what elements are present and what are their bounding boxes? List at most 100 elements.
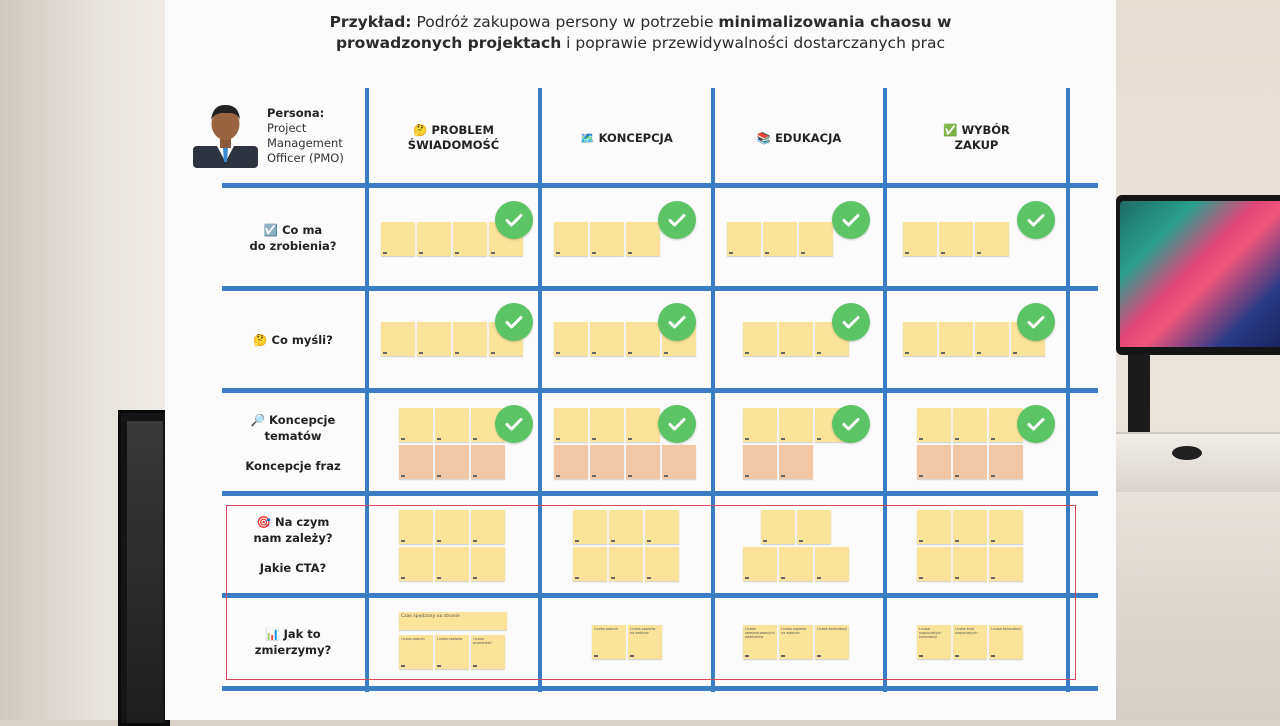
monitor-stand [1128, 355, 1150, 433]
sticky-note[interactable] [554, 445, 588, 479]
sticky-note[interactable] [609, 510, 643, 544]
sticky-note[interactable] [471, 445, 505, 479]
sticky-note[interactable] [953, 547, 987, 581]
sticky-note[interactable] [761, 510, 795, 544]
sticky-note[interactable]: Liczba zarejestrowanych webinarów [743, 625, 777, 659]
sticky-note[interactable] [953, 408, 987, 442]
sticky-note[interactable] [626, 445, 660, 479]
sticky-note[interactable] [743, 322, 777, 356]
sticky-note[interactable] [939, 322, 973, 356]
desk [1116, 432, 1280, 494]
check-icon [658, 405, 696, 443]
sticky-note[interactable]: Liczba zapisów na webinar [779, 625, 813, 659]
column-header-edukacja: 📚 EDUKACJA [756, 130, 842, 145]
sticky-note[interactable] [626, 222, 660, 256]
sticky-note[interactable] [453, 222, 487, 256]
sticky-note[interactable] [435, 547, 469, 581]
sticky-note[interactable] [917, 408, 951, 442]
sticky-note[interactable] [743, 547, 777, 581]
sticky-note[interactable] [417, 322, 451, 356]
sticky-note[interactable] [417, 222, 451, 256]
sticky-note-wide[interactable]: Czas spędzony na stronie [399, 612, 507, 630]
grid-line [222, 593, 1098, 598]
grid-line [222, 388, 1098, 393]
sticky-note[interactable] [554, 222, 588, 256]
sticky-note[interactable] [471, 510, 505, 544]
sticky-note[interactable] [917, 510, 951, 544]
desk-drawer [1116, 492, 1280, 720]
sticky-note[interactable] [743, 445, 777, 479]
journey-board: Przykład: Podróż zakupowa persony w potr… [165, 0, 1116, 720]
sticky-note[interactable] [917, 547, 951, 581]
sticky-note[interactable] [903, 322, 937, 356]
sticky-note[interactable] [727, 222, 761, 256]
sticky-note[interactable] [989, 445, 1023, 479]
sticky-note[interactable] [779, 322, 813, 356]
sticky-note[interactable] [797, 510, 831, 544]
sticky-note[interactable] [554, 408, 588, 442]
sticky-note[interactable] [435, 445, 469, 479]
sticky-note[interactable] [471, 547, 505, 581]
sticky-note[interactable] [917, 445, 951, 479]
sticky-note[interactable]: Liczba konsultacji [815, 625, 849, 659]
sticky-note[interactable] [939, 222, 973, 256]
sticky-note[interactable] [453, 322, 487, 356]
sticky-note[interactable] [763, 222, 797, 256]
grid-line [222, 686, 1098, 691]
sticky-note[interactable]: Liczba konsultacji [989, 625, 1023, 659]
sticky-note[interactable] [435, 510, 469, 544]
check-icon [1017, 303, 1055, 341]
check-icon [832, 201, 870, 239]
sticky-note[interactable]: Liczba triali rozpoczętych [953, 625, 987, 659]
sticky-note[interactable] [399, 445, 433, 479]
sticky-note[interactable] [779, 408, 813, 442]
sticky-note[interactable] [573, 510, 607, 544]
sticky-note[interactable] [662, 445, 696, 479]
grid-line [222, 286, 1098, 291]
person-avatar-icon [193, 104, 258, 168]
sticky-note[interactable] [743, 408, 777, 442]
sticky-note[interactable] [953, 510, 987, 544]
sticky-note[interactable]: Liczba pobrań [592, 625, 626, 659]
sticky-note[interactable] [399, 510, 433, 544]
sticky-note[interactable] [590, 408, 624, 442]
sticky-note[interactable] [573, 547, 607, 581]
sticky-note[interactable] [975, 222, 1009, 256]
sticky-note[interactable] [609, 547, 643, 581]
sticky-note[interactable] [779, 445, 813, 479]
sticky-note[interactable] [645, 547, 679, 581]
sticky-note[interactable] [590, 445, 624, 479]
sticky-note[interactable]: Liczba rozpoczętych konsultacji [917, 625, 951, 659]
sticky-note[interactable] [554, 322, 588, 356]
sticky-note[interactable] [903, 222, 937, 256]
sticky-note[interactable]: Liczba przedłużeń [471, 635, 505, 669]
sticky-note[interactable] [590, 322, 624, 356]
sticky-note[interactable] [799, 222, 833, 256]
sticky-note[interactable] [989, 547, 1023, 581]
column-header-koncepcja: 🗺️ KONCEPCJA [580, 130, 673, 145]
sticky-note[interactable] [626, 408, 660, 442]
sticky-note[interactable] [381, 222, 415, 256]
sticky-note[interactable] [953, 445, 987, 479]
sticky-note[interactable]: Liczba zapisów na webinar [628, 625, 662, 659]
sticky-note[interactable] [435, 408, 469, 442]
sticky-note[interactable]: Liczba zapisów [435, 635, 469, 669]
persona-description: Persona: Project Management Officer (PMO… [267, 106, 344, 165]
sticky-note[interactable] [381, 322, 415, 356]
sticky-note[interactable] [626, 322, 660, 356]
board-title: Przykład: Podróż zakupowa persony w potr… [329, 13, 952, 52]
sticky-note[interactable] [399, 408, 433, 442]
sticky-note[interactable] [590, 222, 624, 256]
sticky-note[interactable] [645, 510, 679, 544]
grid-line [222, 183, 1098, 188]
sticky-note[interactable] [815, 547, 849, 581]
sticky-note[interactable] [399, 547, 433, 581]
sticky-note[interactable]: Liczba pobrań [399, 635, 433, 669]
highlight-box [226, 505, 1076, 680]
sticky-note[interactable] [779, 547, 813, 581]
sticky-note[interactable] [975, 322, 1009, 356]
row-header-thinks: 🤔 Co myśli? [253, 333, 333, 347]
sticky-note[interactable] [989, 510, 1023, 544]
